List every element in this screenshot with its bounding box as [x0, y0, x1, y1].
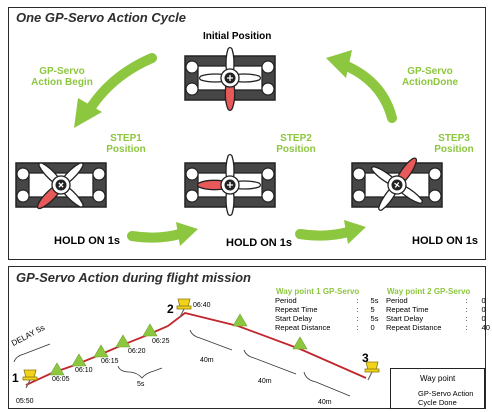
wp1-title: Way point 1 GP-Servo — [276, 287, 360, 296]
wp2-title: Way point 2 GP-Servo — [387, 287, 471, 296]
step1-hold-label: HOLD ON 1s — [54, 235, 121, 247]
interval-label-40m-1: 40m — [200, 357, 214, 364]
servo-step1 — [15, 141, 107, 231]
brace-5s — [117, 365, 163, 379]
brace-40m-1 — [189, 329, 233, 351]
legend-cycle-done-label: GP-Servo Action Cycle Done — [418, 389, 474, 407]
waypoint-number-2: 2 — [167, 302, 174, 316]
time-label-0620: 06:20 — [128, 348, 146, 355]
brace-delay — [13, 343, 51, 363]
waypoint-pin-1 — [22, 369, 38, 389]
step3-hold-label: HOLD ON 1s — [412, 235, 479, 247]
waypoint-pin-3 — [364, 361, 380, 381]
cycle-marker-5 — [142, 323, 158, 337]
cycle-marker-1 — [49, 362, 65, 376]
servo-step2 — [184, 153, 276, 217]
flight-mission-panel — [8, 266, 486, 409]
arrow-from-step3 — [326, 50, 397, 123]
time-label-0605: 06:05 — [52, 376, 70, 383]
time-label-0625: 06:25 — [152, 338, 170, 345]
cycle-marker-7 — [292, 336, 308, 350]
arrow-to-step1 — [74, 53, 157, 128]
waypoint-number-3: 3 — [362, 351, 369, 365]
interval-label-40m-2: 40m — [258, 378, 272, 385]
arrow-step2-step3 — [295, 220, 366, 244]
interval-label-5s: 5s — [137, 381, 145, 388]
time-label-0610: 06:10 — [75, 367, 93, 374]
wp1-table: Period:5s Repeat Time:5 Start Delay:5s R… — [275, 296, 379, 332]
arrow-step1-step2 — [127, 222, 198, 246]
cycle-marker-6 — [232, 313, 248, 327]
flight-mission-title: GP-Servo Action during flight mission — [16, 270, 251, 285]
waypoint-pin-2 — [176, 298, 192, 318]
servo-initial — [184, 46, 276, 112]
time-label-0640: 06:40 — [193, 302, 211, 309]
brace-40m-3 — [303, 371, 351, 397]
brace-40m-2 — [243, 349, 297, 375]
legend-waypoint-label: Way point — [420, 374, 456, 383]
time-label-0615: 06:15 — [101, 358, 119, 365]
cycle-marker-4 — [115, 334, 131, 348]
wp2-table: Period:0 Repeat Time:0 Start Delay:0 Rep… — [386, 296, 490, 332]
cycle-marker-3 — [93, 344, 109, 358]
action-cycle-panel — [8, 7, 486, 260]
initial-position-label: Initial Position — [203, 31, 272, 42]
interval-label-40m-3: 40m — [318, 399, 332, 406]
action-cycle-title: One GP-Servo Action Cycle — [16, 10, 187, 25]
step2-hold-label: HOLD ON 1s — [226, 237, 293, 249]
cycle-marker-2 — [71, 353, 87, 367]
time-label-0550: 05:50 — [16, 398, 34, 405]
legend-box — [390, 368, 485, 409]
waypoint-number-1: 1 — [12, 371, 19, 385]
